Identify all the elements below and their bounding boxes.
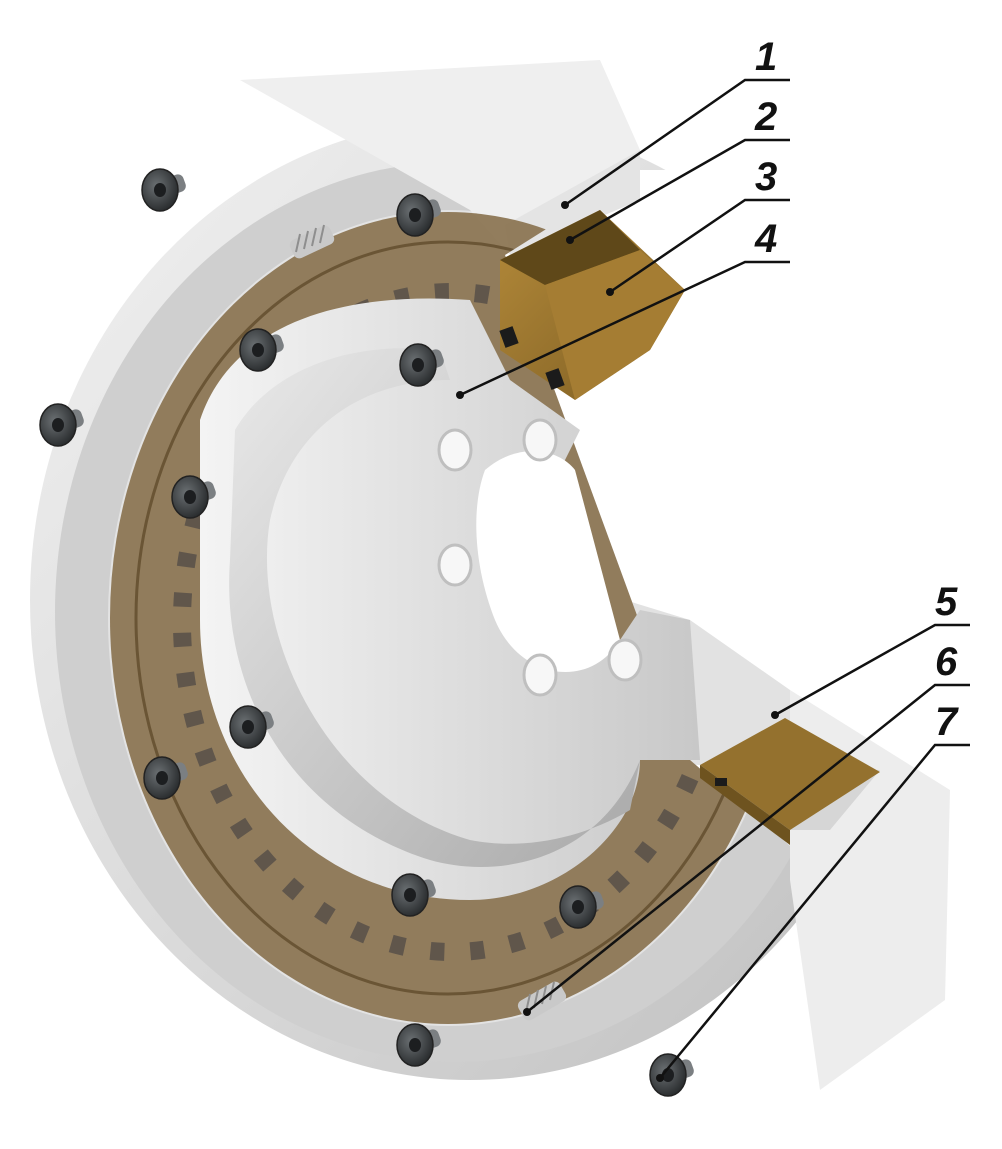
bolts: [39, 168, 694, 1097]
callout-label-1: 1: [755, 35, 777, 79]
bolt-head: [399, 343, 444, 387]
callout-label-5: 5: [935, 580, 958, 624]
callout-label-3: 3: [755, 155, 777, 199]
bolt-head: [649, 1053, 694, 1097]
leader-line-4: [459, 260, 790, 397]
leader-line-1: [564, 78, 790, 207]
rotor-hub: [200, 298, 700, 900]
callout-dots: [456, 201, 779, 1082]
bolt-head: [141, 168, 186, 212]
leader-line-3: [609, 198, 790, 294]
callout-labels: 1 2 3 4 5 6 7: [754, 35, 959, 744]
bolt-head: [396, 1023, 441, 1067]
bolt-head: [229, 705, 274, 749]
magnet-block-lower: [700, 718, 880, 845]
bolt-head: [391, 873, 436, 917]
leader-line-7: [659, 743, 970, 1079]
bolt-head: [39, 403, 84, 447]
leader-line-6: [526, 683, 970, 1013]
bolt-head: [171, 475, 216, 519]
callout-label-4: 4: [754, 217, 777, 261]
bolt-head: [396, 193, 441, 237]
callout-label-7: 7: [935, 700, 959, 744]
magnet-block-upper: [499, 210, 685, 400]
callout-label-2: 2: [754, 95, 777, 139]
bolt-head: [559, 885, 604, 929]
leader-line-5: [774, 623, 970, 717]
bolt-head: [239, 328, 284, 372]
threaded-stud-upper: [289, 224, 335, 259]
callout-label-6: 6: [935, 640, 958, 684]
leader-line-2: [569, 138, 790, 242]
bolt-head: [143, 756, 188, 800]
hub-holes: [437, 418, 643, 697]
callouts: [459, 78, 970, 1079]
